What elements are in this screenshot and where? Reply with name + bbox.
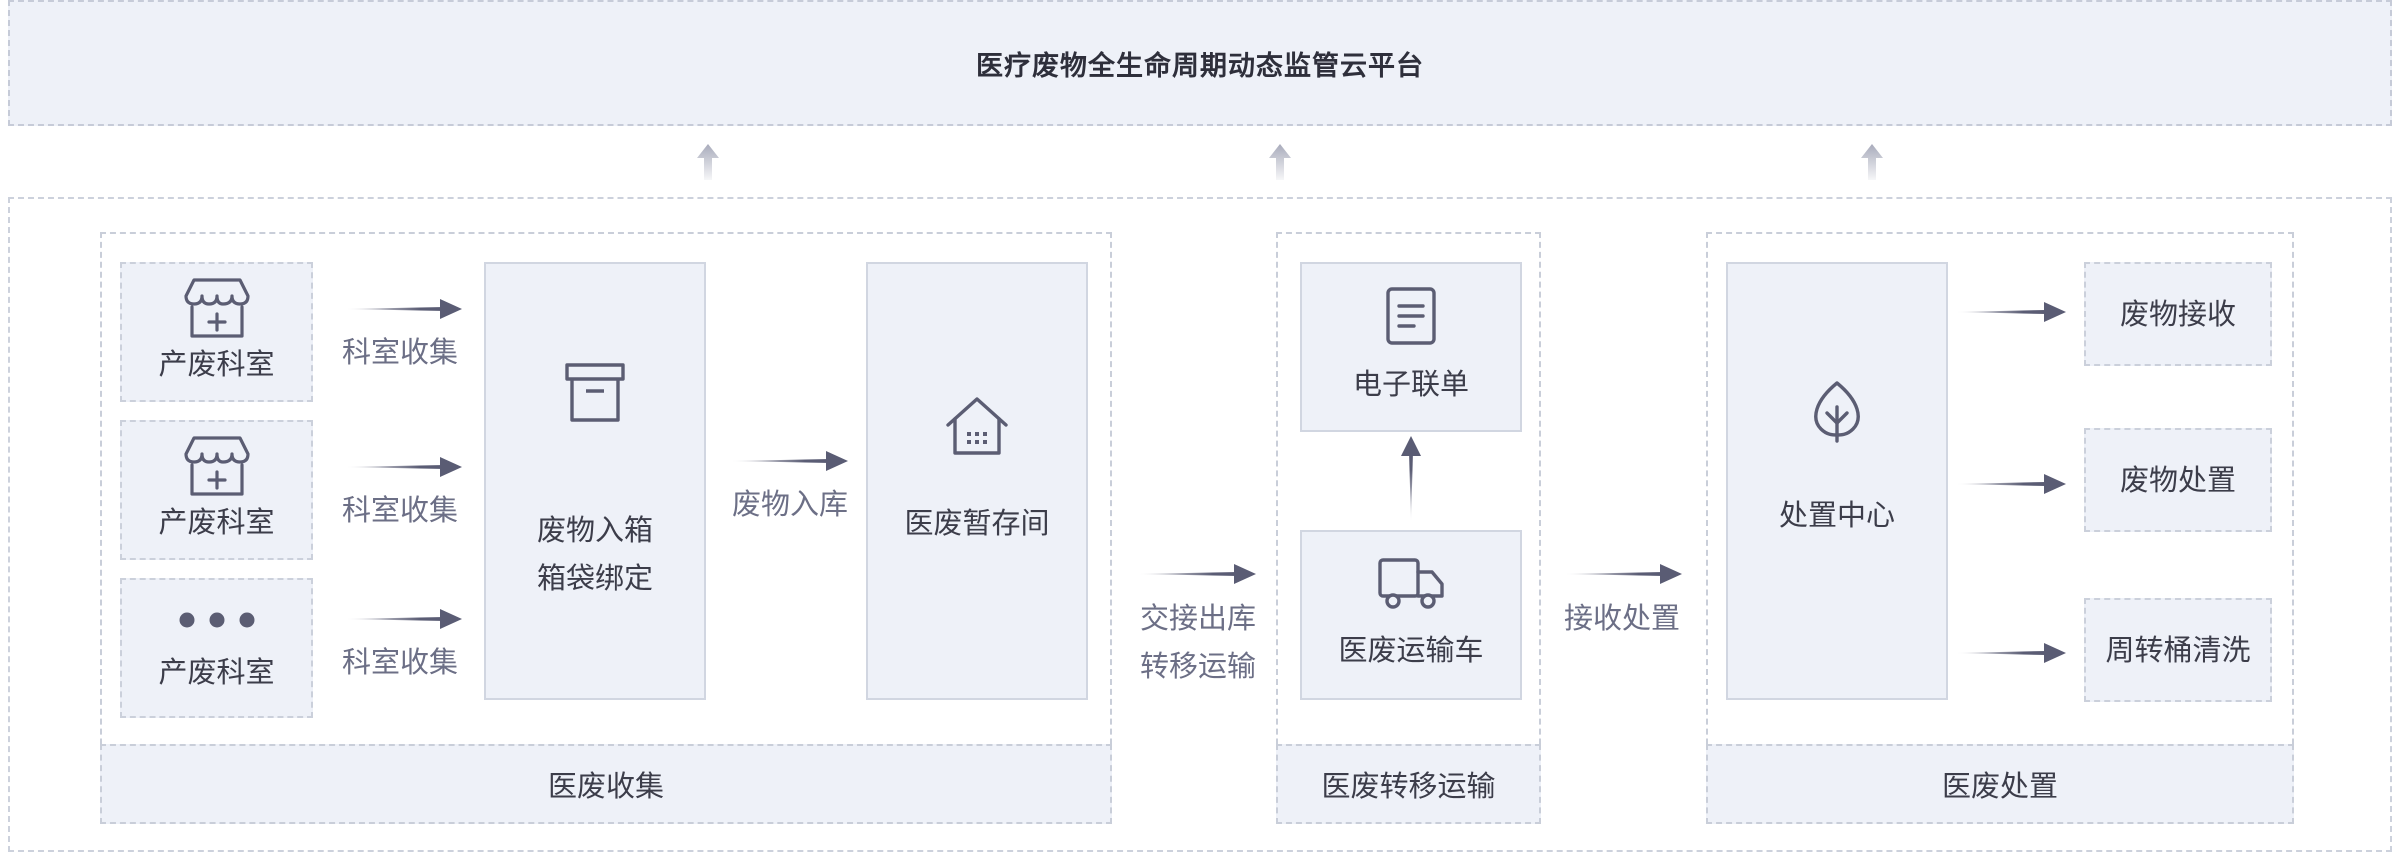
truck-icon: [1378, 558, 1444, 609]
transport-footer: 医废转移运输: [1276, 744, 1541, 824]
vehicle-label: 医废运输车: [1338, 633, 1484, 667]
transport-vehicle: 医废运输车: [1300, 530, 1522, 700]
disposal-footer: 医废处置: [1706, 744, 2294, 824]
boxing-line-2: 箱袋绑定: [536, 561, 653, 595]
storage-entry-label: 废物入库: [731, 487, 848, 521]
output-label: 周转桶清洗: [2105, 633, 2251, 667]
dept-collect-label-1: 科室收集: [341, 335, 458, 369]
department-label: 产废科室: [158, 347, 275, 381]
department-box-3: 产废科室: [120, 578, 313, 718]
output-waste-treatment: 废物处置: [2084, 428, 2272, 532]
department-label: 产废科室: [158, 505, 275, 539]
archive-box-icon: [565, 363, 625, 422]
handover-line-2: 转移运输: [1139, 649, 1256, 683]
department-label: 产废科室: [158, 655, 275, 689]
document-icon: [1386, 287, 1436, 345]
platform-banner: 医疗废物全生命周期动态监管云平台: [8, 0, 2392, 126]
boxing-line-1: 废物入箱: [536, 513, 653, 547]
disposal-center: 处置中心: [1726, 262, 1948, 700]
dept-collect-label-2: 科室收集: [341, 493, 458, 527]
disposal-center-label: 处置中心: [1778, 498, 1895, 532]
output-label: 废物接收: [2119, 297, 2236, 331]
temporary-storage-room: 医废暂存间: [866, 262, 1088, 700]
boxing-station: 废物入箱 箱袋绑定: [484, 262, 706, 700]
medical-store-icon: [183, 436, 250, 496]
handover-line-1: 交接出库: [1139, 601, 1256, 635]
output-waste-receiving: 废物接收: [2084, 262, 2272, 366]
arrow-up-to-platform: [697, 144, 1883, 180]
platform-title: 医疗废物全生命周期动态监管云平台: [976, 50, 1424, 82]
department-box-1: 产废科室: [120, 262, 313, 402]
warehouse-icon: [946, 397, 1008, 455]
leaf-icon: [1814, 381, 1860, 443]
output-label: 废物处置: [2119, 463, 2236, 497]
department-box-2: 产废科室: [120, 420, 313, 560]
more-dots-icon: [179, 612, 254, 628]
electronic-manifest: 电子联单: [1300, 262, 1522, 432]
collection-footer: 医废收集: [100, 744, 1112, 824]
output-bin-cleaning: 周转桶清洗: [2084, 598, 2272, 702]
dept-collect-label-3: 科室收集: [341, 645, 458, 679]
storage-label: 医废暂存间: [904, 506, 1050, 540]
manifest-label: 电子联单: [1352, 367, 1469, 401]
medical-store-icon: [183, 278, 250, 338]
receive-disposal-label: 接收处置: [1563, 601, 1680, 635]
